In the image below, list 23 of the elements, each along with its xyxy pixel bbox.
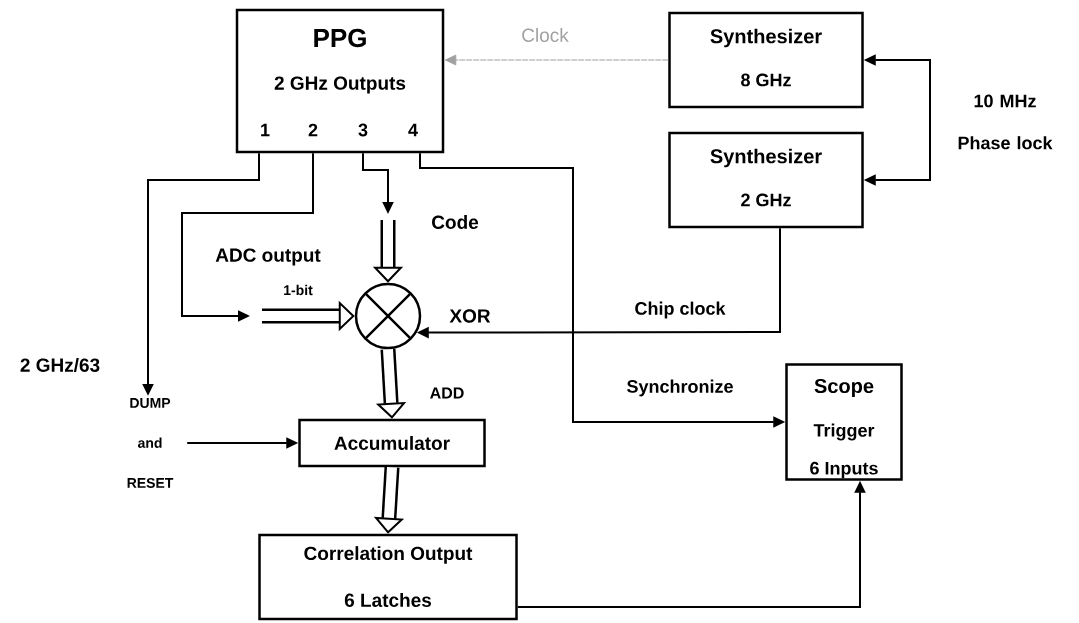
- edge-label: Code: [432, 215, 479, 229]
- block-box: Synthesizer 8 GHz: [668, 11, 864, 109]
- block-box: Accumulator: [298, 418, 486, 468]
- edge-label: 10 MHz Phase lock: [958, 94, 1053, 150]
- arrow: [181, 152, 314, 322]
- node-caption: XOR: [449, 309, 491, 323]
- xor-symbol: [354, 282, 422, 350]
- pin-number: 2: [308, 123, 318, 137]
- block-box: Correlation Output 6 Latches: [258, 533, 518, 621]
- edge-label: Chip clock: [635, 301, 726, 319]
- edge-label: 1-bit: [284, 284, 313, 296]
- edge-label: ADC output: [215, 248, 321, 266]
- edge-label: Synchronize: [627, 379, 733, 397]
- block-box: Synthesizer 2 GHz: [668, 131, 864, 229]
- edge-label: ADD: [430, 387, 464, 399]
- block-box: Scope Trigger 6 Inputs: [785, 363, 903, 481]
- signal-label: DUMP and RESET: [127, 398, 174, 488]
- pin-number: 1: [261, 123, 270, 137]
- pin-number: 4: [408, 123, 418, 137]
- edge-label: 2 GHz/63: [20, 357, 100, 373]
- edge-label: Clock: [522, 28, 569, 42]
- arrow: [444, 54, 669, 66]
- pin-number: 3: [358, 123, 368, 137]
